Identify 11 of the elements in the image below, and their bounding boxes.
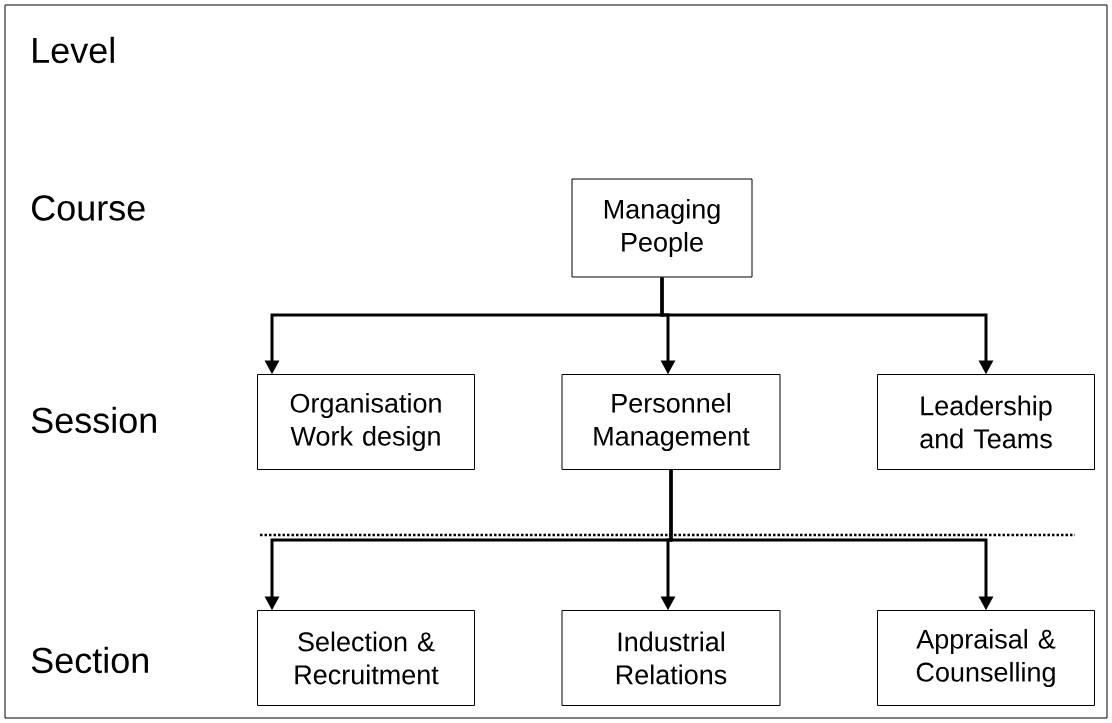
- level-label: Course: [32, 195, 145, 221]
- box: Industrial Relations: [561, 610, 781, 706]
- level-label: Session: [31, 406, 156, 434]
- box: Organisation Work design: [257, 374, 475, 470]
- level-label: Section: [31, 646, 148, 674]
- box: Appraisal & Counselling: [877, 610, 1095, 706]
- box: Leadership and Teams: [877, 374, 1095, 470]
- box: Managing People: [571, 178, 753, 278]
- box: Selection & Recruitment: [257, 610, 475, 706]
- level-label: Level: [33, 36, 114, 64]
- box: Personnel Management: [561, 374, 781, 470]
